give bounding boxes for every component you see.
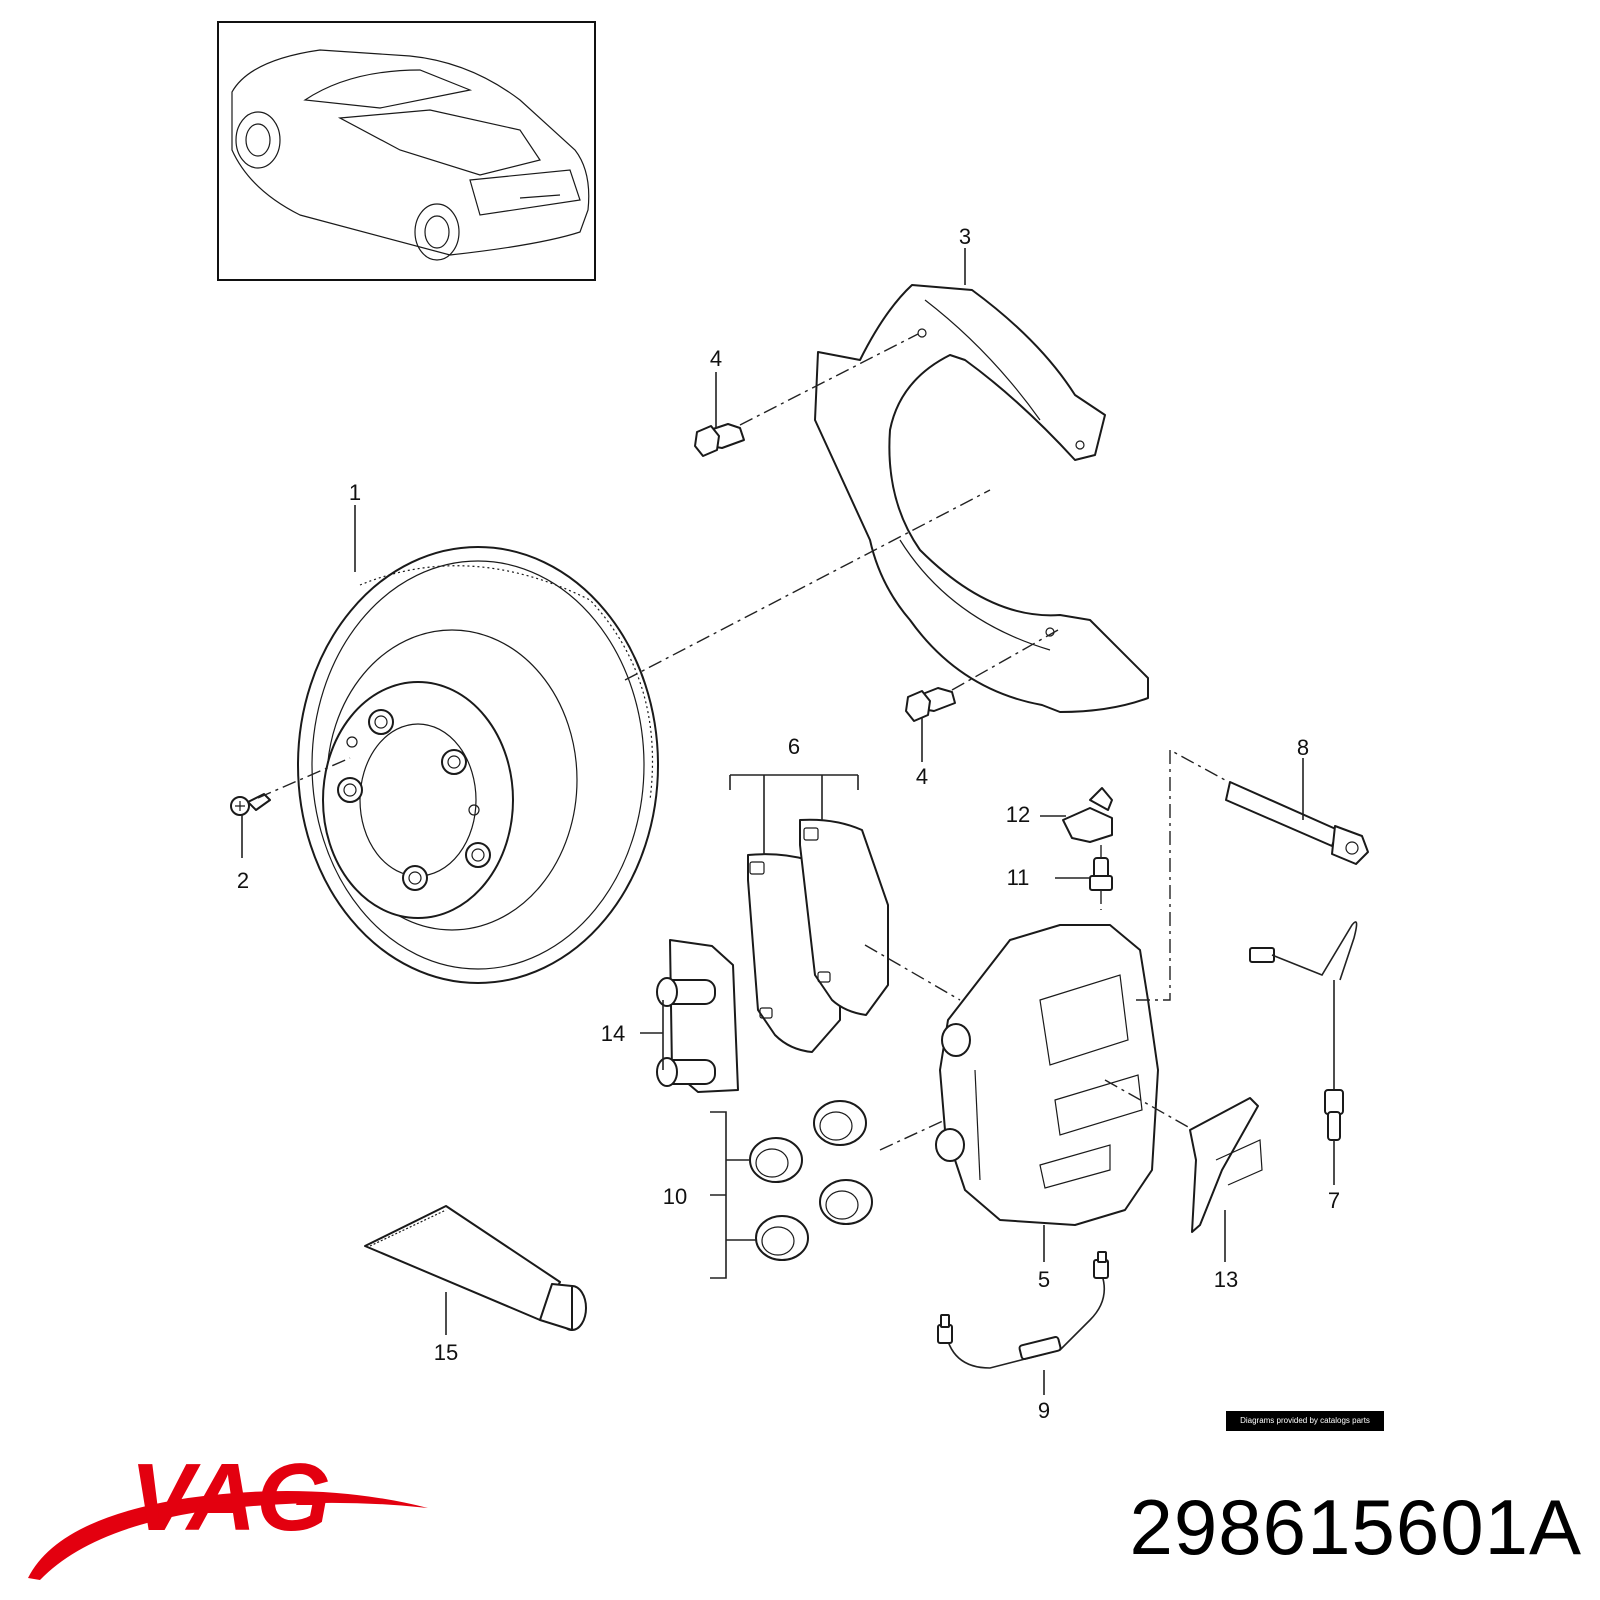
callout-7: 7 [1328,1188,1340,1213]
callout-10: 10 [663,1184,687,1209]
dust-shield-icon [814,284,1149,713]
bushing-icon [656,939,739,1093]
assembly-lines [257,333,1226,1151]
callout-13: 13 [1214,1267,1238,1292]
callout-3: 3 [959,224,971,249]
brand-name: VAG [130,1444,331,1551]
brake-pad-icon [747,818,889,1053]
callout-1: 1 [349,480,361,505]
vag-logo: VAG [28,1444,428,1580]
car-overview-icon [217,21,596,281]
callout-8: 8 [1297,735,1309,760]
part-number: 298615601A [1129,1483,1582,1571]
piston-seal-icon [749,1100,873,1261]
brake-caliper-icon [935,924,1159,1226]
caliper-bolt-icon [1225,781,1369,865]
callout-15: 15 [434,1340,458,1365]
callout-14: 14 [601,1021,625,1046]
brake-disc-icon [297,546,659,984]
leader-lines [241,248,1335,1395]
callout-4-top: 4 [710,346,722,371]
callout-4-bottom: 4 [916,764,928,789]
callout-2: 2 [237,868,249,893]
callout-6: 6 [788,734,800,759]
callout-12: 12 [1006,802,1030,827]
diagram-credit: Diagrams provided by catalogs parts [1226,1411,1384,1431]
bolt-icon [230,423,956,816]
callout-labels: 1 2 3 4 4 5 6 7 8 9 10 11 12 13 14 15 [237,224,1340,1423]
callout-5: 5 [1038,1267,1050,1292]
bleeder-icon [1062,787,1113,891]
brake-line-icon [937,1251,1109,1369]
anti-rattle-spring-icon [1189,1097,1263,1233]
wear-sensor-icon [1249,921,1358,1141]
grease-tube-icon [364,1205,587,1331]
callout-9: 9 [1038,1398,1050,1423]
callout-11: 11 [1007,865,1030,890]
